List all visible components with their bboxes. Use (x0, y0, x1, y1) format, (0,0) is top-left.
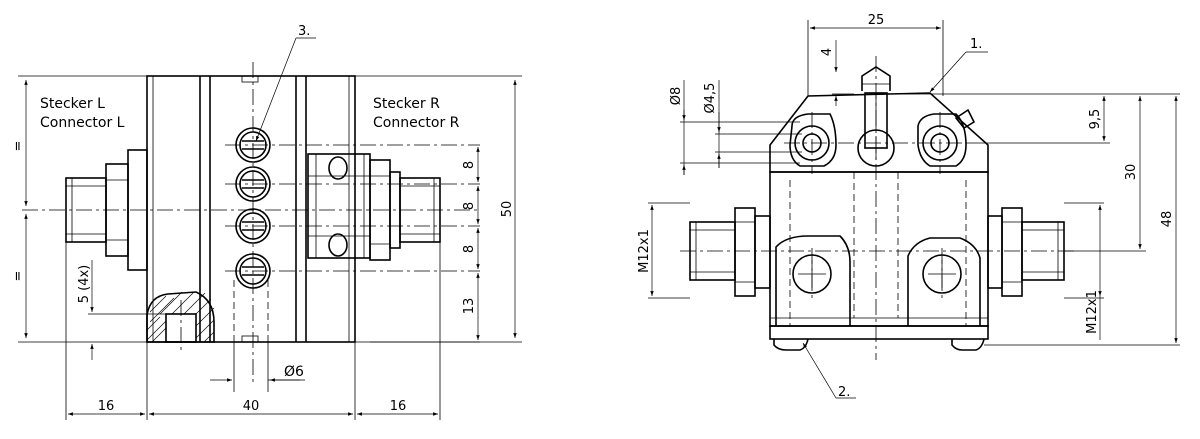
dim-equal-top: = (11, 141, 26, 152)
front-view (18, 37, 522, 420)
callout-2: 2. (838, 385, 850, 400)
extension-lines-front (18, 75, 522, 420)
center-lines-side (680, 56, 1074, 360)
dim-pitch-2: 8 (462, 202, 477, 210)
dim-thread-right: M12x1 (1085, 290, 1100, 334)
extension-lines-side (648, 20, 1180, 346)
dim-width-40: 40 (243, 399, 260, 414)
center-lines-front (22, 62, 480, 384)
connector-right-label-en: Connector R (373, 115, 460, 131)
lower-body (769, 171, 989, 351)
dim-height-48: 48 (1160, 211, 1175, 228)
thread-connector-left (689, 207, 771, 297)
dim-diameter-4-5: Ø4,5 (703, 83, 718, 114)
dim-equal-bottom: = (11, 271, 26, 282)
dim-width-16-left: 16 (98, 399, 115, 414)
dim-pitch-1: 8 (462, 161, 477, 169)
callout-3: 3. (298, 24, 310, 39)
connector-left-label-de: Stecker L (40, 96, 105, 112)
dim-thread-left: M12x1 (637, 229, 652, 273)
dim-bore-diameter: Ø6 (284, 364, 304, 380)
dim-pin-height-4: 4 (820, 48, 835, 56)
dimension-lines-front (24, 80, 517, 416)
side-view (648, 20, 1180, 399)
side-plate (307, 153, 371, 259)
thread-connector-right (987, 207, 1065, 297)
dim-height-50: 50 (500, 201, 515, 218)
dim-height-30: 30 (1124, 164, 1139, 181)
dim-hole-depth: 5 (4x) (77, 265, 92, 304)
leader-3 (255, 37, 316, 142)
leader-2 (802, 342, 856, 399)
section-cut (146, 291, 215, 343)
dim-bottom-13: 13 (462, 298, 477, 315)
leader-1 (929, 51, 988, 93)
connector-right-label-de: Stecker R (373, 96, 440, 112)
dim-width-16-right: 16 (390, 399, 407, 414)
connector-left-label-en: Connector L (40, 115, 125, 131)
dim-diameter-8: Ø8 (669, 87, 684, 106)
callout-1: 1. (970, 37, 982, 52)
upper-body (769, 66, 989, 173)
dim-offset-9-5: 9,5 (1088, 109, 1103, 130)
dim-top-width-25: 25 (868, 13, 885, 28)
dimension-lines-side (650, 26, 1178, 343)
dim-pitch-3: 8 (462, 245, 477, 253)
